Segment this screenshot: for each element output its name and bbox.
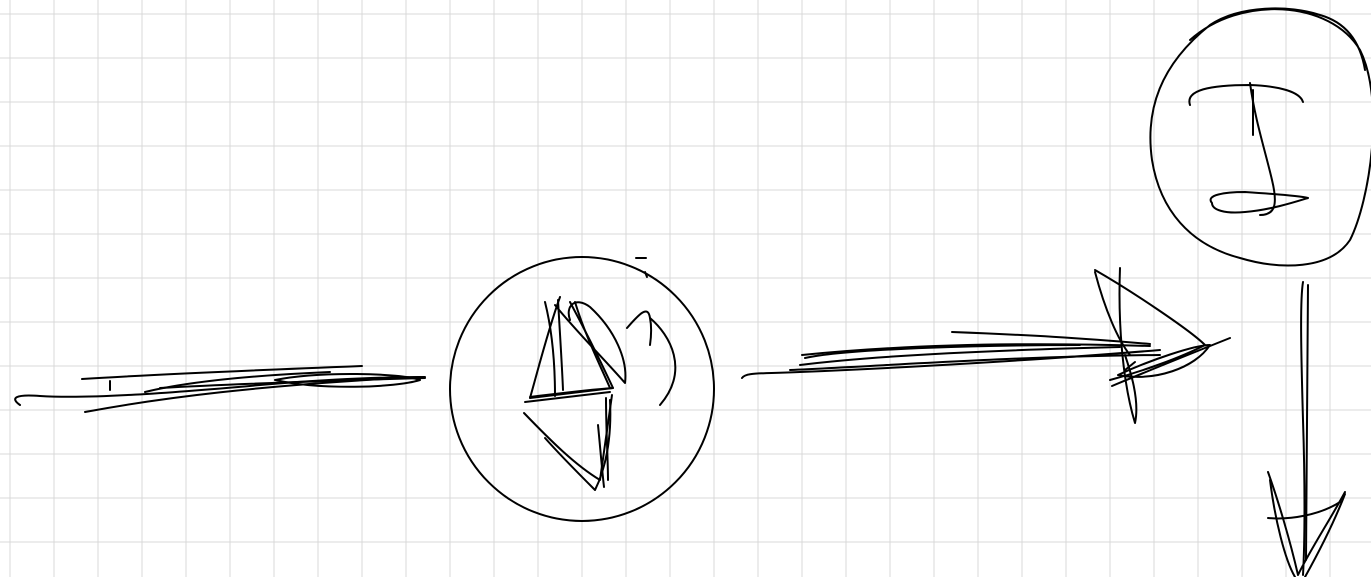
left-wire-stroke	[15, 366, 425, 412]
top-right-circle-glyph	[1189, 83, 1308, 215]
down-arrow-stroke	[1268, 282, 1345, 577]
middle-circle-glyph	[524, 297, 675, 490]
middle-arrow-stroke	[742, 268, 1230, 423]
